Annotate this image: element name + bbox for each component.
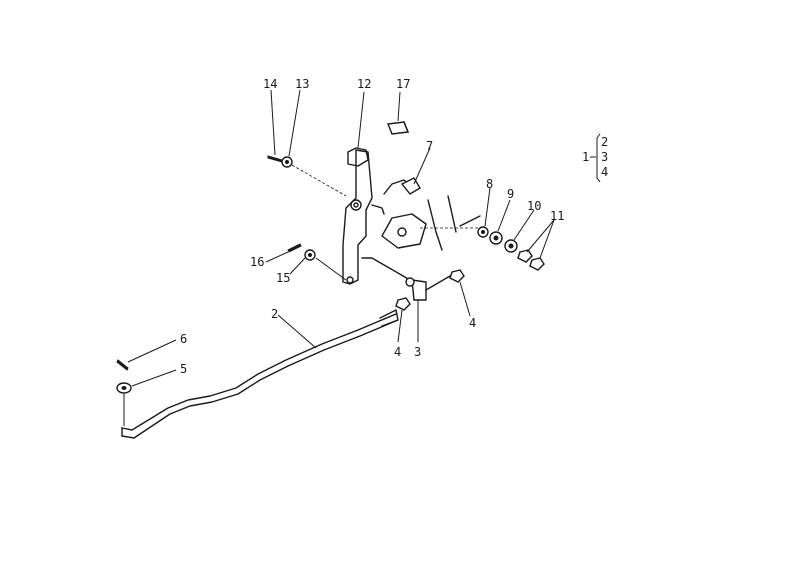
washer-part-5: [116, 382, 132, 394]
callout-4-left: 4: [394, 345, 401, 359]
washer-part-8: [477, 226, 489, 238]
leader-lines: [127, 89, 555, 387]
callout-6: 6: [180, 332, 187, 346]
legend-item-2: 2: [601, 135, 608, 149]
callout-11: 11: [550, 209, 564, 223]
bolt-part-7: [383, 177, 421, 195]
callout-12: 12: [357, 77, 371, 91]
cotter-pin-part-14: [267, 155, 283, 163]
callout-3: 3: [414, 345, 421, 359]
control-rod-part-2: [121, 309, 399, 439]
callout-16: 16: [250, 255, 264, 269]
assembly-legend: 1 2 3 4: [582, 133, 608, 183]
pivot-bracket: [371, 195, 481, 251]
callout-17: 17: [396, 77, 410, 91]
spacer-block-part-17: [387, 121, 409, 135]
callout-8: 8: [486, 177, 493, 191]
legend-root: 1: [582, 150, 589, 164]
washer-part-15: [304, 249, 316, 261]
lever-part-12: [342, 147, 373, 285]
legend-item-4: 4: [601, 165, 608, 179]
clevis-part-3: [405, 275, 451, 301]
nut-part-4-left: [395, 297, 411, 311]
callout-9: 9: [507, 187, 514, 201]
callout-13: 13: [295, 77, 309, 91]
cotter-pin-part-16: [287, 243, 302, 253]
cotter-pin-part-6: [116, 359, 129, 371]
callout-4-right: 4: [469, 316, 476, 330]
callout-10: 10: [527, 199, 541, 213]
callout-5: 5: [180, 362, 187, 376]
washer-part-10: [504, 239, 518, 253]
callout-14: 14: [263, 77, 277, 91]
nut-part-4-right: [449, 269, 465, 283]
callout-2: 2: [271, 307, 278, 321]
washer-part-9: [489, 231, 503, 245]
legend-item-3: 3: [601, 150, 608, 164]
nut-part-11: [517, 249, 545, 271]
callout-15: 15: [276, 271, 290, 285]
callout-7: 7: [426, 139, 433, 153]
washer-part-13: [281, 156, 293, 168]
